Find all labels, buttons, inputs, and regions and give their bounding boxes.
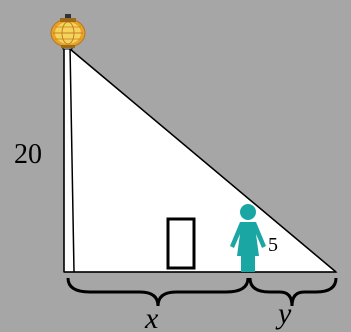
x-label: x	[144, 302, 159, 332]
pole-height-label: 20	[14, 139, 42, 170]
brace-y	[248, 277, 338, 307]
person-icon	[230, 204, 266, 272]
street-lamp-icon	[50, 14, 86, 48]
light-ray-line	[63, 43, 337, 273]
person-height-label: 5	[268, 234, 278, 256]
y-label: y	[275, 297, 292, 330]
door-icon	[166, 217, 196, 270]
brace-x	[66, 277, 250, 307]
